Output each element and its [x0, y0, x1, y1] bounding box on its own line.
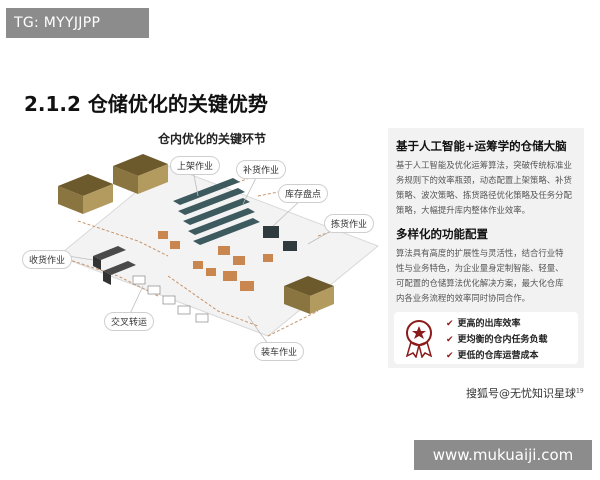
benefit-label: 更高的出库效率: [457, 319, 521, 329]
top-tag: TG: MYYJJPP: [6, 8, 149, 38]
callout-shelving: 上架作业: [170, 156, 221, 175]
warehouse-building-mid: [113, 154, 168, 194]
warehouse-diagram: 仓内优化的关键环节 上架作业 补货作业 库存盘点 拣货作业 收货作业 交叉转运 …: [18, 126, 380, 364]
benefit-item: ✔更均衡的仓内任务负载: [446, 332, 548, 345]
benefit-item: ✔更低的仓库运营成本: [446, 348, 539, 361]
warehouse-illustration: [57, 154, 379, 345]
panel-body-config-line: 性与业务特色，为企业量身定制智能、轻量、: [396, 263, 564, 273]
goods-boxes: [158, 231, 273, 291]
panel-body-config: 算法具有高度的扩展性与灵活性，结合行业特 性与业务特色，为企业量身定制智能、轻量…: [396, 246, 576, 306]
panel-body-ai-line: 策略，大幅提升库内整体作业效率。: [396, 205, 530, 215]
check-icon: ✔: [446, 319, 454, 329]
check-icon: ✔: [446, 335, 454, 345]
callout-crossdock: 交叉转运: [104, 312, 155, 331]
callout-picking: 拣货作业: [324, 214, 375, 233]
panel-body-ai: 基于人工智能及优化运筹算法，突破传统标准业 务规则下的效率瓶颈，动态配置上架策略…: [396, 158, 576, 218]
info-panel: 基于人工智能+运筹学的仓储大脑 基于人工智能及优化运筹算法，突破传统标准业 务规…: [388, 128, 584, 368]
panel-heading-config: 多样化的功能配置: [396, 227, 488, 241]
section-title: 2.1.2 仓储优化的关键优势: [24, 92, 268, 116]
source-watermark: 搜狐号@无忧知识星球19: [466, 385, 584, 401]
callout-inventory: 库存盘点: [278, 184, 329, 203]
benefit-label: 更均衡的仓内任务负载: [457, 335, 548, 345]
warehouse-building-left: [58, 174, 113, 214]
panel-body-config-line: 算法具有高度的扩展性与灵活性，结合行业特: [396, 248, 564, 258]
callout-replenish: 补货作业: [236, 160, 287, 179]
panel-heading-ai: 基于人工智能+运筹学的仓储大脑: [396, 139, 567, 153]
source-watermark-sup: 19: [576, 387, 584, 395]
award-badge-icon: [405, 320, 433, 358]
diagram-title: 仓内优化的关键环节: [158, 132, 267, 146]
site-tag: www.mukuaiji.com: [414, 440, 592, 470]
panel-body-ai-line: 务规则下的效率瓶颈，动态配置上架策略、补货: [396, 175, 572, 185]
shelving-racks: [173, 178, 260, 245]
benefits-box: ✔更高的出库效率 ✔更均衡的仓内任务负载 ✔更低的仓库运营成本: [394, 312, 578, 364]
callout-loading: 装车作业: [254, 342, 305, 361]
source-watermark-text: 搜狐号@无忧知识星球: [466, 387, 576, 400]
warehouse-building-right: [284, 276, 334, 314]
panel-body-config-line: 内各业务流程的效率同时协同合作。: [396, 293, 530, 303]
panel-body-ai-line: 策略、波次策略、拣货路径优化策略及任务分配: [396, 190, 572, 200]
panel-body-config-line: 可配置的仓储算法优化解决方案，最大化仓库: [396, 278, 564, 288]
check-icon: ✔: [446, 351, 454, 361]
machines: [263, 226, 297, 251]
benefit-item: ✔更高的出库效率: [446, 316, 521, 329]
trucks: [93, 246, 136, 285]
panel-body-ai-line: 基于人工智能及优化运筹算法，突破传统标准业: [396, 160, 572, 170]
agv-vehicles: [132, 275, 209, 323]
callout-receiving: 收货作业: [22, 250, 73, 269]
benefit-label: 更低的仓库运营成本: [457, 351, 539, 361]
